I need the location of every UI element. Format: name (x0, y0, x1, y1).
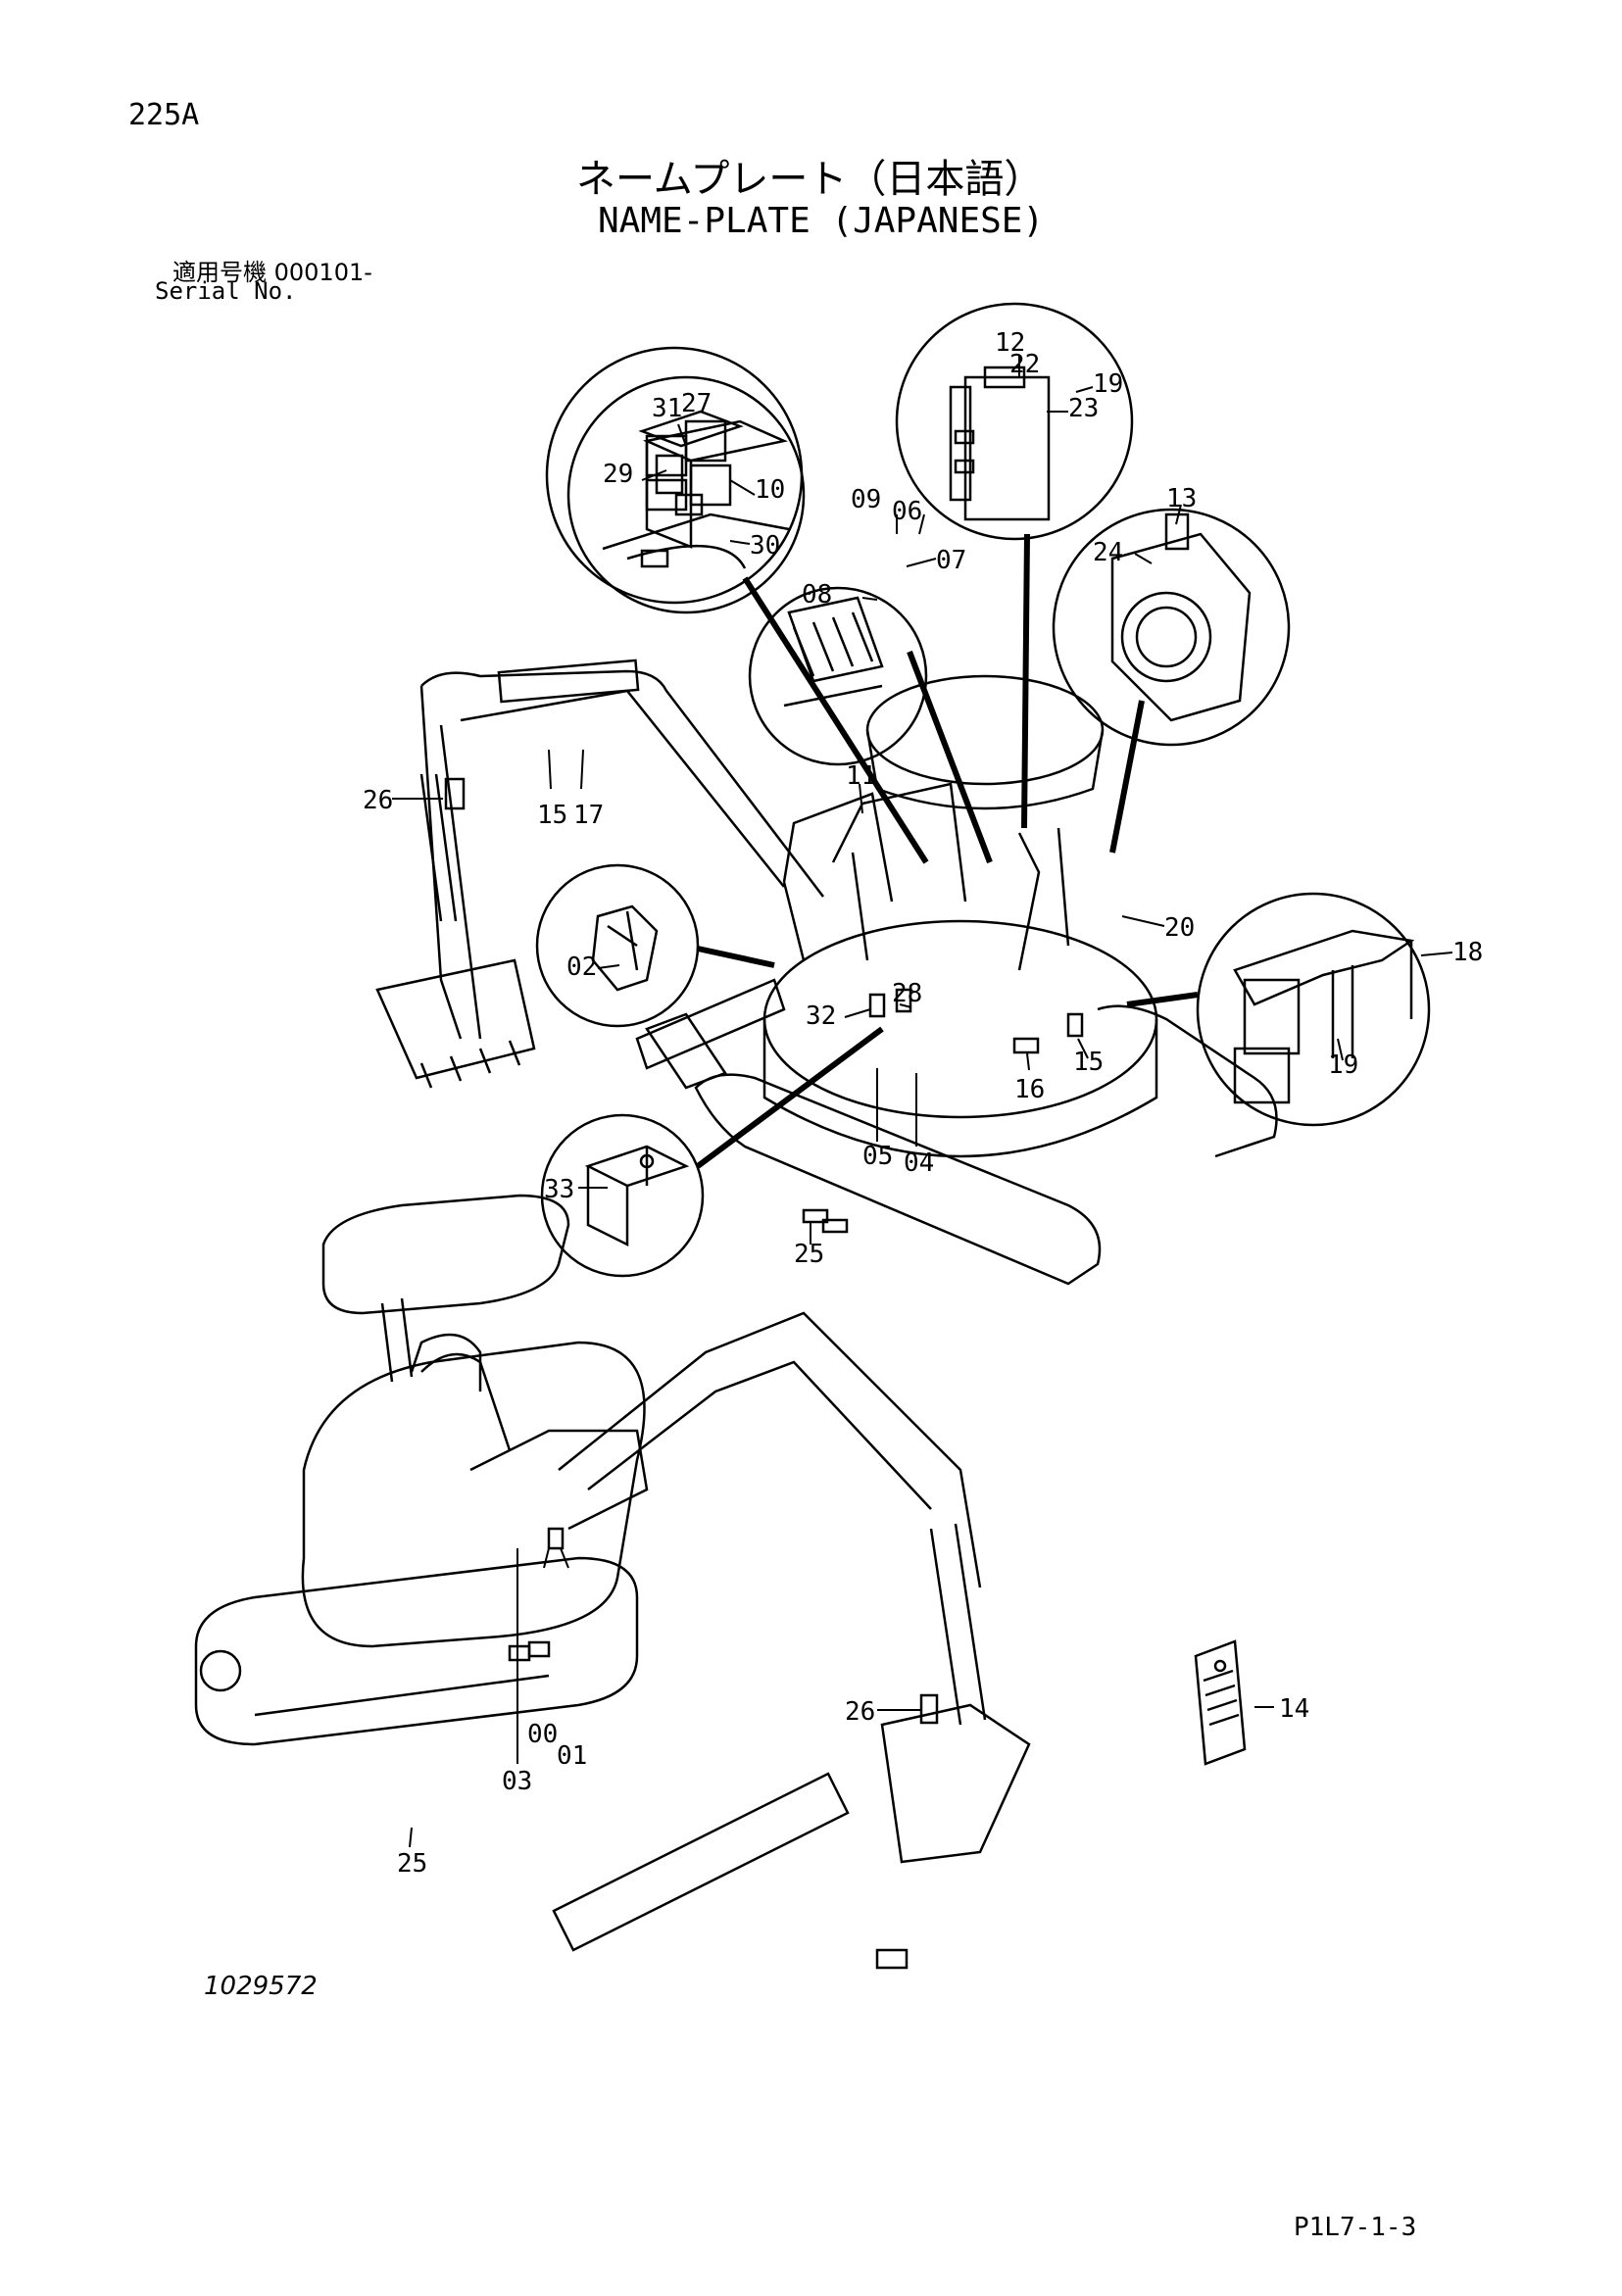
callout-08: 08 (802, 580, 832, 610)
callout-13: 13 (1166, 484, 1197, 513)
page-title-english: NAME-PLATE (JAPANESE) (598, 201, 1045, 241)
detail-circle-control-box (895, 302, 1134, 541)
callout-23: 23 (1068, 394, 1099, 423)
callout-24: 24 (1093, 538, 1123, 567)
callout-25-lower: 25 (397, 1849, 427, 1879)
callout-22: 22 (1009, 350, 1040, 379)
callout-00: 00 (527, 1720, 558, 1749)
page-title-japanese: ネームプレート（日本語） (576, 157, 1044, 202)
callout-02: 02 (566, 953, 597, 982)
drawing-number: 1029572 (204, 1972, 318, 2001)
callout-28: 28 (892, 979, 922, 1008)
callout-26-lower: 26 (845, 1697, 875, 1727)
callout-06: 06 (892, 497, 922, 526)
callout-31: 31 (652, 394, 682, 423)
page-code: 225A (128, 98, 200, 132)
serial-number-label: Serial No. (155, 277, 297, 305)
callout-15-boom: 15 (537, 801, 567, 830)
callout-15-body: 15 (1073, 1048, 1104, 1077)
serial-applicability-japanese: 適用号機 000101- (172, 259, 372, 286)
detail-circle-seat-plate (748, 586, 928, 766)
detail-circle-bracket (540, 1113, 705, 1278)
callout-01: 01 (557, 1741, 587, 1771)
leader-lines (696, 533, 1199, 1169)
callout-26-upper: 26 (363, 786, 393, 815)
callout-25-upper: 25 (794, 1240, 824, 1269)
callout-03: 03 (502, 1767, 532, 1796)
callout-11: 11 (846, 761, 876, 791)
page-reference: P1L7-1-3 (1294, 2213, 1417, 2242)
excavator-upper-view (375, 659, 1278, 1286)
callout-20: 20 (1164, 913, 1195, 943)
callout-14: 14 (1279, 1694, 1309, 1724)
detail-circle-main (545, 346, 804, 605)
callout-leaders (392, 356, 1453, 1848)
callout-numbers: 12 22 19 23 31 27 29 10 30 09 06 07 08 1… (363, 328, 1483, 1879)
detail-circle-fan (1052, 508, 1291, 747)
callout-30: 30 (750, 531, 780, 561)
callout-32: 32 (806, 1001, 836, 1031)
callout-04: 04 (904, 1148, 934, 1178)
detail-circle-hydraulic (1196, 892, 1431, 1127)
callout-27: 27 (681, 389, 712, 418)
callout-17: 17 (573, 801, 604, 830)
detail-circle-lever (535, 863, 700, 1028)
excavator-lower-view (194, 1194, 1031, 1970)
callout-19-lower: 19 (1328, 1050, 1358, 1080)
callout-33: 33 (544, 1175, 574, 1204)
callout-29: 29 (603, 460, 633, 489)
callout-18: 18 (1452, 938, 1483, 967)
callout-16: 16 (1014, 1075, 1045, 1104)
callout-10: 10 (755, 475, 785, 505)
callout-19-upper: 19 (1093, 369, 1123, 399)
callout-09: 09 (851, 485, 881, 514)
callout-05: 05 (862, 1142, 893, 1171)
callout-07: 07 (936, 546, 966, 575)
tag-part (1194, 1639, 1247, 1766)
callout-12: 12 (995, 328, 1025, 358)
